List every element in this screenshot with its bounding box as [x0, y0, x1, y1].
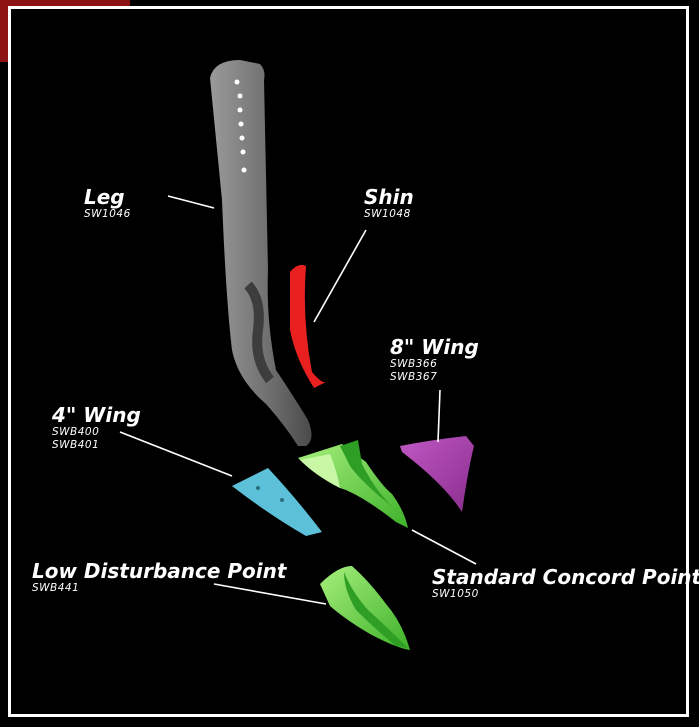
- low-point-code: SWB441: [32, 582, 286, 595]
- wing4-part: [232, 468, 322, 536]
- wing8-label: 8" Wing SWB366 SWB367: [390, 336, 479, 384]
- wing8-leader-line: [438, 390, 440, 442]
- std-point-leader-line: [412, 530, 476, 564]
- leg-leader-line: [168, 196, 214, 208]
- std-point-title: Standard Concord Point: [432, 566, 699, 588]
- wing4-label: 4" Wing SWB400 SWB401: [52, 404, 141, 452]
- low-point-part: [320, 566, 410, 650]
- shin-part: [290, 265, 326, 388]
- low-point-title: Low Disturbance Point: [32, 560, 286, 582]
- wing4-code-1: SWB400: [52, 426, 141, 439]
- wing8-code-2: SWB367: [390, 371, 479, 384]
- shin-title: Shin: [364, 186, 414, 208]
- shin-leader-line: [314, 230, 366, 322]
- wing8-title: 8" Wing: [390, 336, 479, 358]
- standard-point-part: [298, 440, 408, 528]
- wing8-part: [400, 436, 474, 512]
- shin-label: Shin SW1048: [364, 186, 414, 221]
- wing4-title: 4" Wing: [52, 404, 141, 426]
- leg-title: Leg: [84, 186, 131, 208]
- leg-label: Leg SW1046: [84, 186, 131, 221]
- wing4-code-2: SWB401: [52, 439, 141, 452]
- leg-code: SW1046: [84, 208, 131, 221]
- low-point-label: Low Disturbance Point SWB441: [32, 560, 286, 595]
- std-point-code: SW1050: [432, 588, 699, 601]
- wing8-code-1: SWB366: [390, 358, 479, 371]
- leg-part: [210, 60, 312, 446]
- std-point-label: Standard Concord Point SW1050: [432, 566, 699, 601]
- shin-code: SW1048: [364, 208, 414, 221]
